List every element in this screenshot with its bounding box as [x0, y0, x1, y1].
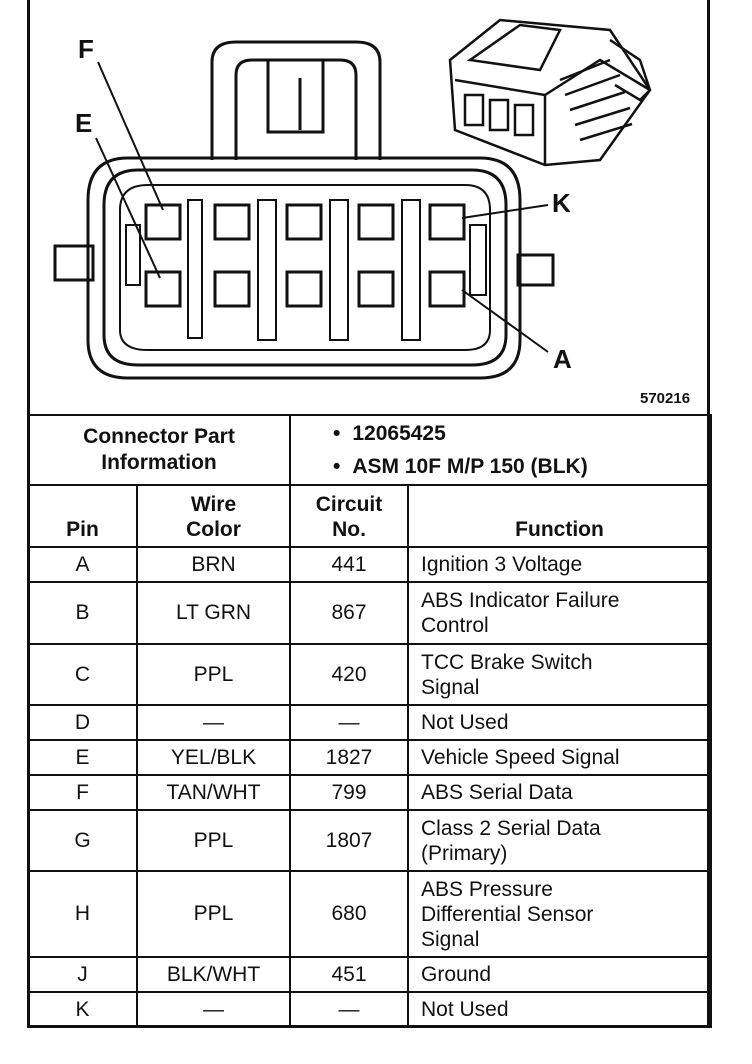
cavity-D: [213, 270, 251, 308]
left-tab: [53, 244, 95, 282]
circuit-cell: —: [289, 991, 409, 1028]
function-line: Class 2 Serial Data: [421, 816, 601, 840]
function-cell: Class 2 Serial Data(Primary): [407, 809, 712, 872]
function-cell: ABS Serial Data: [407, 774, 712, 811]
figure-number: 570216: [640, 390, 691, 407]
callout-E: E: [75, 108, 92, 138]
function-line: Not Used: [421, 998, 509, 1021]
cavity-G: [213, 203, 251, 241]
connector-info-row: Connector Part Information 12065425 ASM …: [27, 414, 712, 486]
connector-table: Connector Part Information 12065425 ASM …: [27, 414, 712, 1028]
circuit-cell: 1827: [289, 739, 409, 776]
circuit-cell: 680: [289, 870, 409, 958]
function-line: Vehicle Speed Signal: [421, 746, 620, 769]
function-line: Ignition 3 Voltage: [421, 553, 583, 576]
connector-info-values: 12065425 ASM 10F M/P 150 (BLK): [289, 414, 712, 486]
callout-K: K: [552, 188, 571, 218]
function-line: ABS Serial Data: [421, 781, 573, 804]
cavity-C: [285, 270, 323, 308]
connector-diagram: F E K A: [53, 18, 652, 380]
connector-housing: [86, 156, 522, 380]
wire-color-cell: PPL: [136, 870, 291, 958]
pin-cell: H: [27, 870, 138, 958]
right-tab: [516, 253, 555, 287]
cavity-F: [144, 203, 182, 241]
pin-cell: A: [27, 546, 138, 583]
function-line: TCC Brake Switch: [421, 650, 593, 674]
circuit-cell: 451: [289, 956, 409, 993]
function-line: Ground: [421, 963, 492, 986]
pin-cell: F: [27, 774, 138, 811]
pin-cell: K: [27, 991, 138, 1028]
function-line: Not Used: [421, 711, 509, 734]
function-line: Control: [421, 614, 489, 637]
wire-color-cell: BLK/WHT: [136, 956, 291, 993]
circuit-cell: —: [289, 704, 409, 741]
function-line: Signal: [421, 927, 480, 951]
wire-color-cell: —: [136, 704, 291, 741]
wire-color-cell: PPL: [136, 809, 291, 872]
function-line: Signal: [421, 675, 480, 699]
wire-color-cell: LT GRN: [136, 581, 291, 645]
callout-A: A: [553, 344, 572, 374]
circuit-cell: 420: [289, 643, 409, 706]
circuit-cell: 1807: [289, 809, 409, 872]
header-function: Function: [407, 484, 712, 548]
wire-color-cell: TAN/WHT: [136, 774, 291, 811]
circuit-cell: 799: [289, 774, 409, 811]
pin-cell: J: [27, 956, 138, 993]
function-line: (Primary): [421, 841, 508, 865]
function-cell: Not Used: [407, 991, 712, 1028]
callout-F: F: [78, 34, 94, 64]
function-line: ABS Indicator Failure: [421, 589, 620, 612]
function-cell: Ignition 3 Voltage: [407, 546, 712, 583]
cavity-A: [428, 270, 466, 308]
part-number: 12065425: [333, 417, 710, 450]
latch: [210, 40, 382, 160]
function-line: ABS Pressure: [421, 877, 553, 901]
function-cell: Not Used: [407, 704, 712, 741]
cavity-H: [285, 203, 323, 241]
circuit-cell: 867: [289, 581, 409, 645]
wire-color-cell: —: [136, 991, 291, 1028]
part-description: ASM 10F M/P 150 (BLK): [333, 450, 710, 483]
cavity-J: [357, 203, 395, 241]
connector-info-label: Connector Part Information: [27, 414, 291, 486]
cavity-K: [428, 203, 466, 241]
wire-color-cell: BRN: [136, 546, 291, 583]
function-line: Differential Sensor: [421, 902, 594, 926]
pin-cell: C: [27, 643, 138, 706]
circuit-cell: 441: [289, 546, 409, 583]
cavity-E: [144, 270, 182, 308]
wire-color-cell: PPL: [136, 643, 291, 706]
pin-cell: G: [27, 809, 138, 872]
connector-3d-view: [448, 18, 652, 167]
cavity-B: [357, 270, 395, 308]
pin-cell: D: [27, 704, 138, 741]
pin-cell: E: [27, 739, 138, 776]
function-cell: Ground: [407, 956, 712, 993]
function-cell: Vehicle Speed Signal: [407, 739, 712, 776]
table-row: D——Not Used: [27, 704, 712, 741]
pin-cell: B: [27, 581, 138, 645]
header-pin: Pin: [27, 484, 138, 548]
table-row: K——Not Used: [27, 991, 712, 1028]
wire-color-cell: YEL/BLK: [136, 739, 291, 776]
